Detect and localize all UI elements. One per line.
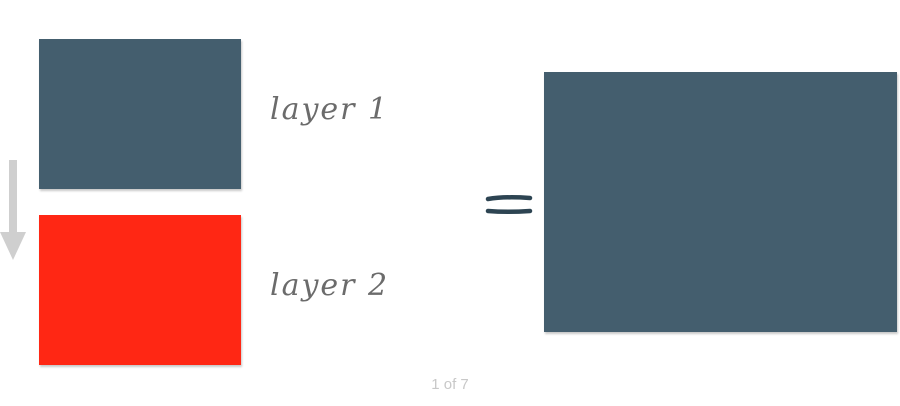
equals-bottom-stroke	[485, 208, 533, 214]
equals-top-stroke	[485, 195, 533, 202]
result-rectangle	[544, 72, 897, 332]
layer-2-rectangle	[39, 215, 241, 365]
arrow-head	[0, 232, 26, 260]
layer-2-label: layer 2	[270, 268, 390, 303]
equals-icon	[485, 195, 533, 214]
layer-1-rectangle	[39, 39, 241, 189]
page-indicator: 1 of 7	[431, 376, 469, 393]
layer-1-label: layer 1	[270, 92, 390, 127]
arrow-down-icon	[0, 160, 26, 260]
arrow-shaft	[9, 160, 17, 234]
